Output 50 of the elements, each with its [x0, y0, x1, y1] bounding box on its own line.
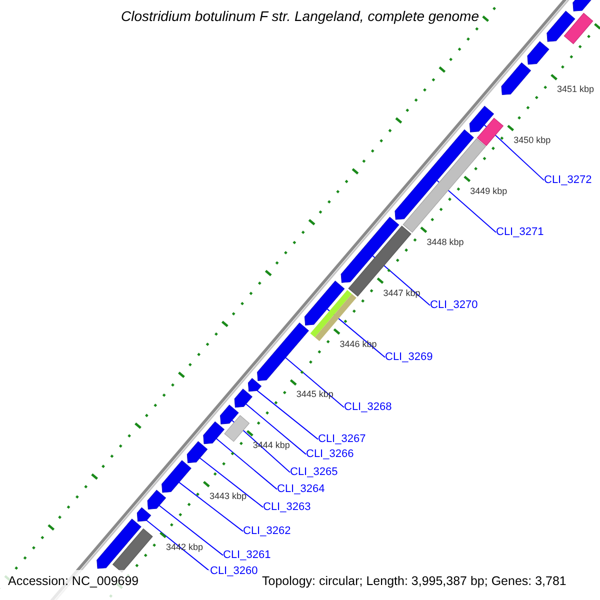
gene-feature [220, 404, 239, 424]
leader-line [484, 124, 544, 181]
gene-feature [162, 460, 192, 493]
leader-line [436, 180, 496, 233]
leader-line [372, 255, 430, 306]
gene-label: CLI_3269 [385, 351, 433, 364]
accession-text: Accession: NC_009699 [8, 574, 139, 588]
gene-feature [304, 280, 345, 326]
gene-label: CLI_3260 [210, 565, 258, 578]
leader-line [245, 404, 306, 455]
gene-label: CLI_3262 [243, 525, 291, 538]
gene-feature [234, 388, 252, 408]
scale-label: 3450 kbp [514, 135, 551, 146]
leader-line [232, 420, 290, 473]
gene-label: CLI_3264 [277, 483, 325, 496]
scale-label: 3451 kbp [557, 84, 594, 94]
leader-line [285, 357, 344, 408]
leader-line [199, 457, 264, 508]
gene-label: CLI_3268 [344, 401, 392, 414]
title: Clostridium botulinum F str. Langeland, complete genome [120, 8, 480, 24]
leader-line [146, 520, 210, 572]
scale-label: 3443 kbp [209, 491, 246, 502]
leader-line [326, 308, 386, 358]
gene-feature [527, 41, 550, 65]
leader-line [216, 438, 278, 490]
scale-label: 3449 kbp [470, 186, 508, 196]
gene-label: CLI_3267 [318, 433, 366, 446]
leader-line [256, 390, 318, 440]
gene-feature [186, 441, 208, 464]
gene-label: CLI_3271 [496, 226, 544, 239]
gene-feature [248, 378, 262, 392]
gene-label: CLI_3272 [544, 174, 592, 187]
gene-label: CLI_3265 [290, 466, 338, 479]
gene-label: CLI_3261 [223, 549, 271, 562]
leader-line [178, 482, 244, 532]
gene-feature [257, 322, 309, 381]
gene-feature [147, 490, 166, 510]
gene-label: CLI_3263 [263, 501, 311, 514]
scale-label: 3448 kbp [426, 236, 464, 248]
leader-line [158, 505, 224, 556]
genome-summary-text: Topology: circular; Length: 3,995,387 bp; Genes: 3,781 [262, 574, 566, 588]
gene-feature [469, 106, 494, 132]
gene-feature [501, 62, 531, 96]
gene-feature [96, 518, 142, 569]
gene-feature [136, 507, 152, 522]
gene-label: CLI_3270 [430, 299, 478, 312]
gene-label: CLI_3266 [306, 448, 354, 461]
gene-feature [546, 10, 576, 42]
gene-feature [203, 421, 224, 444]
gene-feature [340, 216, 400, 283]
